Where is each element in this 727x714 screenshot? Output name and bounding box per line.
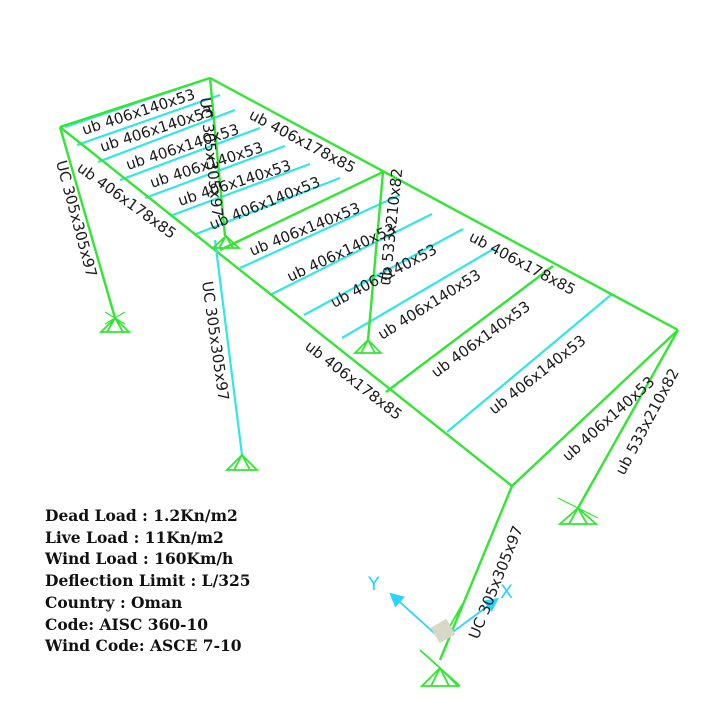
- supports: [98, 234, 599, 687]
- global-axes: Y X: [367, 573, 513, 644]
- note-code: Code: AISC 360-10: [45, 614, 209, 634]
- support-icon: [419, 649, 461, 687]
- note-wind-code: Wind Code: ASCE 7-10: [45, 636, 242, 656]
- support-icon: [98, 311, 132, 333]
- note-wind-load: Wind Load : 160Km/h: [45, 549, 234, 569]
- label-purlin: ub 406x140x53: [485, 331, 589, 418]
- label-beam-front-eave: ub 406x178x85: [302, 337, 406, 424]
- support-icon: [557, 497, 599, 525]
- support-icon: [224, 453, 260, 471]
- design-notes: Dead Load : 1.2Kn/m2 Live Load : 11Kn/m2…: [45, 505, 251, 657]
- columns: [58, 77, 680, 661]
- origin-cube-icon: [430, 618, 456, 644]
- note-dead-load: Dead Load : 1.2Kn/m2: [45, 506, 238, 525]
- axis-x-label: X: [500, 581, 513, 603]
- axis-y-label: Y: [367, 573, 380, 595]
- note-deflection: Deflection Limit : L/325: [45, 571, 251, 591]
- label-purlin: ub 406x140x53: [428, 297, 534, 381]
- main-beams: [59, 76, 679, 487]
- note-live-load: Live Load : 11Kn/m2: [45, 527, 224, 547]
- support-icon: [352, 338, 384, 354]
- note-country: Country : Oman: [45, 592, 183, 612]
- support-icon: [210, 234, 242, 249]
- label-column-front-right: UC 305x305x97: [465, 523, 527, 641]
